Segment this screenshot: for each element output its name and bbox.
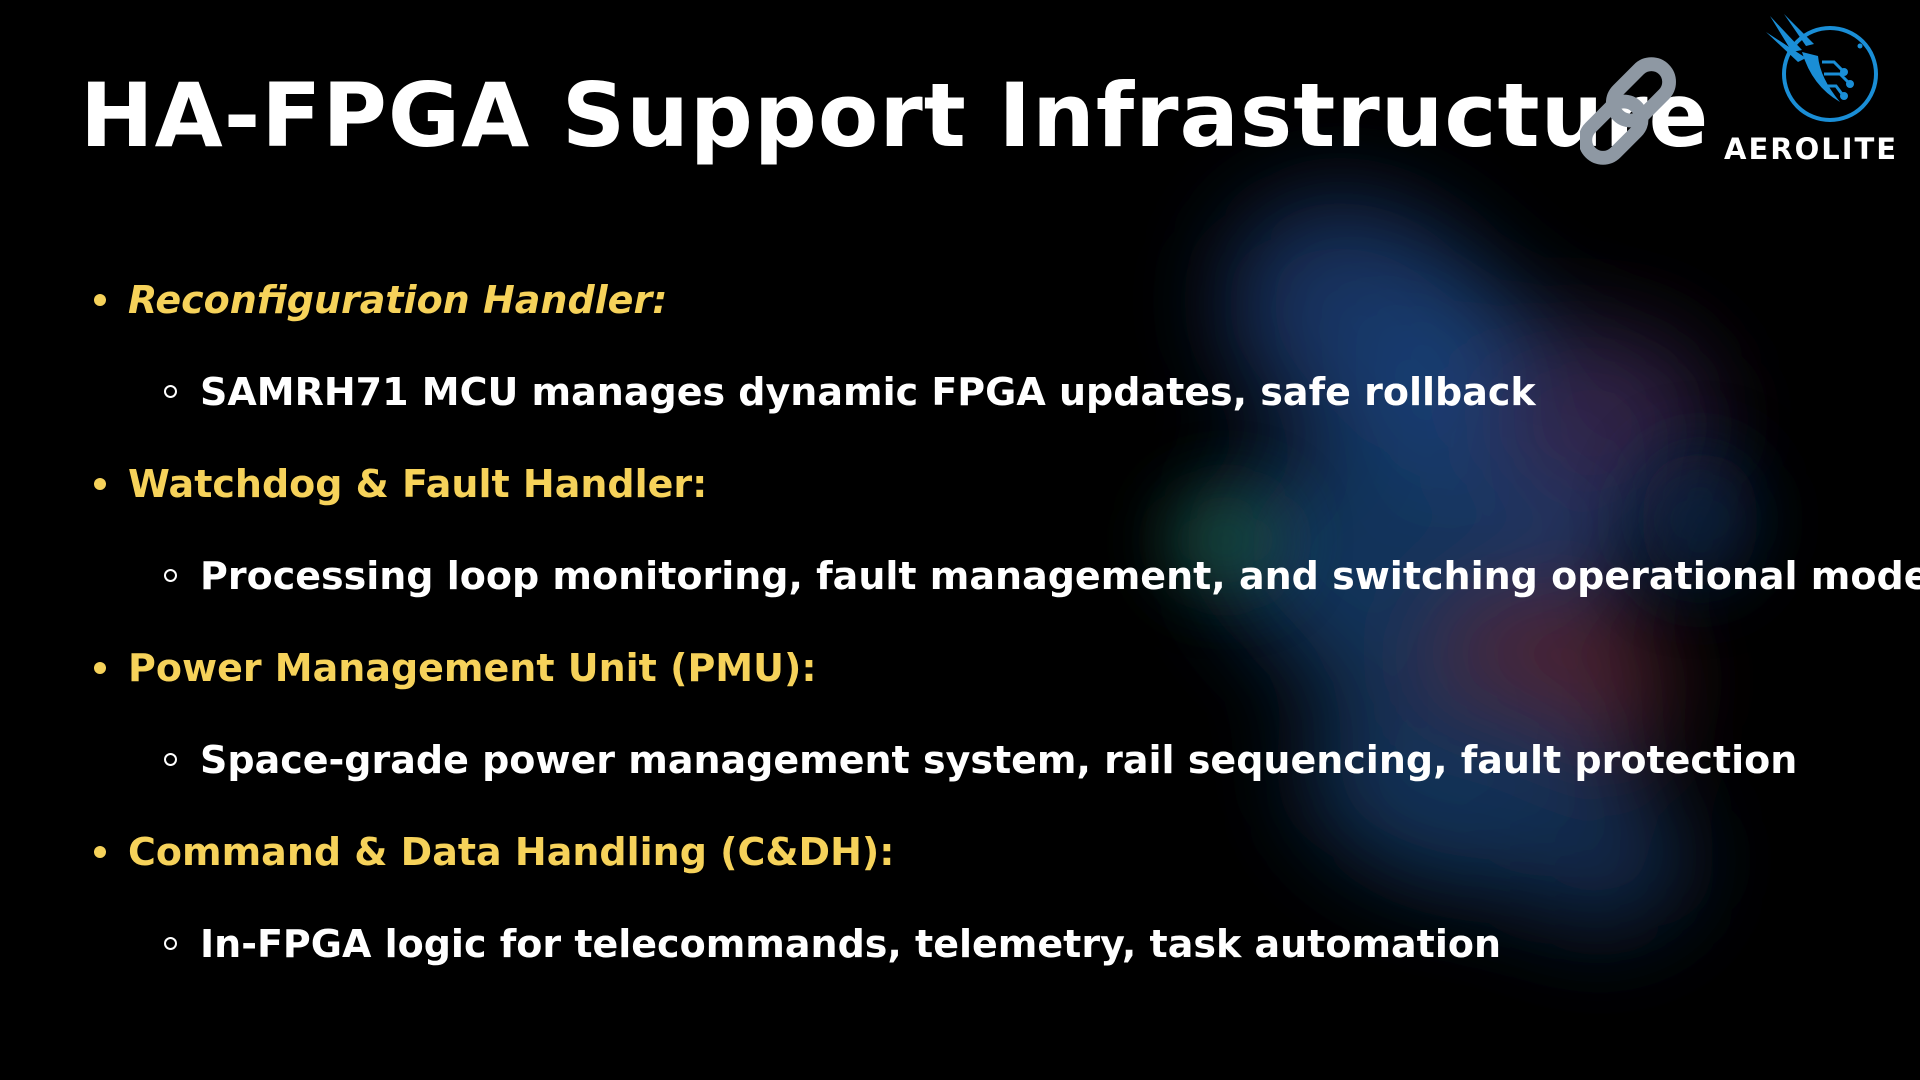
- bullet-ring-icon: [164, 753, 177, 766]
- bullet-dot-icon: [94, 662, 106, 674]
- section-heading-watchdog: Watchdog & Fault Handler:: [94, 459, 707, 509]
- bullet-ring-icon: [164, 937, 177, 950]
- section-item-pmu: Space-grade power management system, rai…: [164, 735, 1797, 785]
- bullet-ring-icon: [164, 569, 177, 582]
- section-item-watchdog: Processing loop monitoring, fault manage…: [164, 551, 1920, 601]
- bullet-ring-icon: [164, 385, 177, 398]
- bullet-dot-icon: [94, 294, 106, 306]
- bullet-dot-icon: [94, 846, 106, 858]
- comet-circuit-logo-icon: [1766, 14, 1878, 122]
- section-heading-reconfiguration: Reconfiguration Handler:: [94, 275, 667, 325]
- logo-text: AEROLITE: [1724, 132, 1899, 166]
- bullet-dot-icon: [94, 478, 106, 490]
- page-title: HA-FPGA Support Infrastructure: [80, 64, 1710, 167]
- section-heading-pmu: Power Management Unit (PMU):: [94, 643, 817, 693]
- chain-link-icon: [1580, 57, 1676, 165]
- company-logo: AEROLITE: [1720, 12, 1910, 172]
- section-item-reconfiguration: SAMRH71 MCU manages dynamic FPGA updates…: [164, 367, 1536, 417]
- section-item-cdh: In-FPGA logic for telecommands, telemetr…: [164, 919, 1501, 969]
- section-heading-cdh: Command & Data Handling (C&DH):: [94, 827, 894, 877]
